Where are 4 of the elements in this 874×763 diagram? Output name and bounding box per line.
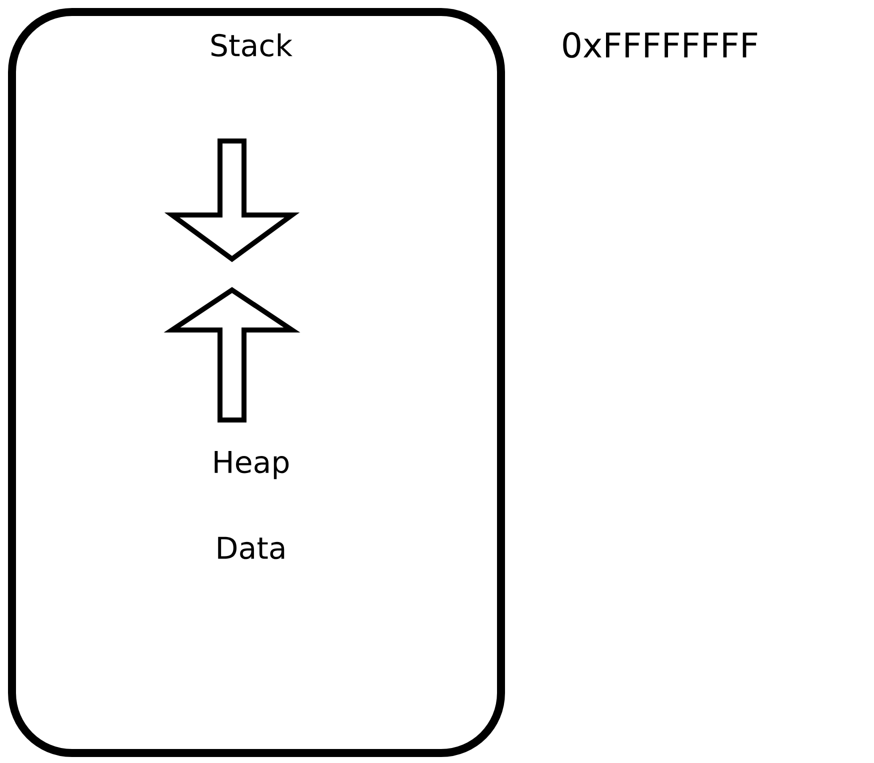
segment-label: Stack: [211, 33, 292, 57]
segment-label: Data: [218, 536, 284, 560]
address-label: 0xFFFFFFFF: [563, 32, 758, 58]
segment-label: Heap: [214, 450, 289, 480]
